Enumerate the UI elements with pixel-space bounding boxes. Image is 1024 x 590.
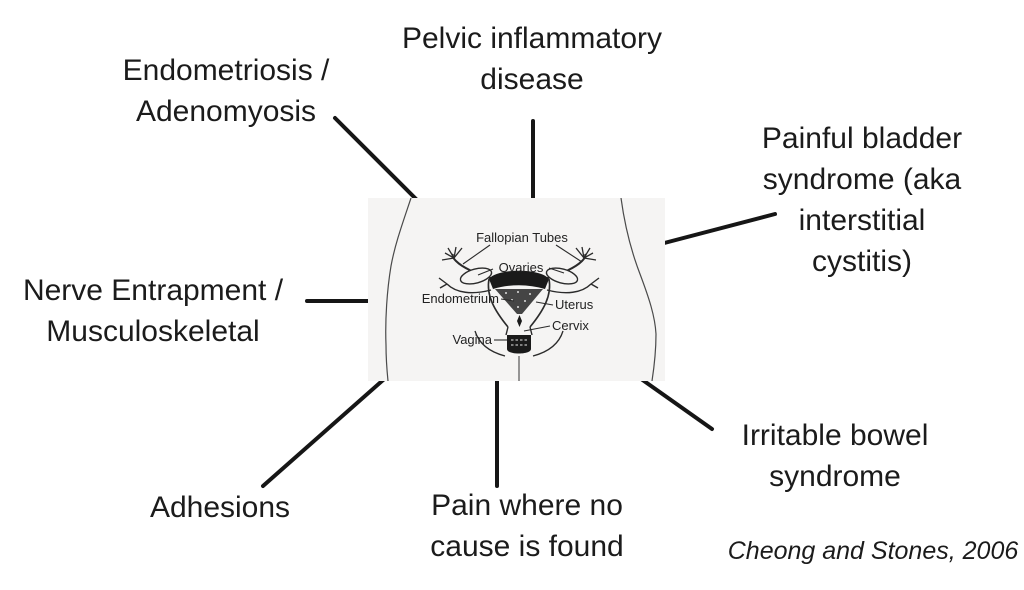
anatomy-label-fallopian-tubes: Fallopian Tubes: [476, 230, 568, 245]
endometrium-stipple: [505, 291, 531, 308]
ligament-left: [438, 277, 492, 294]
ovary-left: [459, 267, 493, 285]
leader-fallopian-right: [555, 244, 583, 263]
ovary-right: [545, 267, 579, 285]
anatomy-label-endometrium: Endometrium: [422, 291, 499, 306]
label-pelvic-inflammatory-disease: Pelvic inflammatory disease: [401, 22, 663, 96]
endometrium-lining: [495, 289, 543, 314]
leader-ovaries-left: [477, 268, 494, 276]
vulva-arc-right: [532, 330, 564, 357]
uterus-drawing: [438, 246, 600, 381]
cervix-walls: [505, 326, 533, 336]
anatomy-label-cervix: Cervix: [552, 318, 589, 333]
leader-cervix: [523, 325, 551, 332]
anatomy-label-ovaries: Ovaries: [499, 260, 544, 275]
ligament-right: [546, 277, 600, 294]
label-endometriosis-adenomyosis: Endometriosis / Adenomyosis: [122, 54, 330, 128]
uterus-fundus: [489, 270, 549, 289]
cervical-canal: [517, 315, 522, 327]
label-irritable-bowel-syndrome: Irritable bowel syndrome: [741, 419, 929, 493]
label-pain-no-cause: Pain where no cause is found: [430, 489, 624, 563]
vagina-shape: [507, 335, 531, 354]
body-outline-left: [385, 198, 412, 381]
citation-text: Cheong and Stones, 2006: [727, 537, 1019, 565]
fimbriae-left: [441, 246, 463, 261]
uterus-wall-right: [529, 278, 551, 328]
anatomy-figure: Fallopian Tubes Ovaries Endometrium Uter…: [368, 198, 665, 381]
leader-endometrium: [500, 298, 515, 302]
leader-ovaries-right: [548, 267, 565, 274]
leader-fallopian-left: [462, 244, 491, 265]
leader-uterus: [535, 301, 554, 306]
anatomy-label-vagina: Vagina: [452, 332, 492, 347]
anatomy-label-uterus: Uterus: [555, 297, 594, 312]
uterus-wall-left: [487, 278, 509, 328]
connector-adhesions: [261, 364, 401, 488]
body-outline-right: [620, 198, 657, 381]
label-painful-bladder-syndrome: Painful bladder syndrome (aka interstiti…: [761, 122, 963, 278]
anatomy-illustration: Fallopian Tubes Ovaries Endometrium Uter…: [385, 198, 657, 381]
fimbriae-right: [575, 246, 597, 261]
label-nerve-entrapment-musculoskeletal: Nerve Entrapment / Musculoskeletal: [22, 274, 284, 348]
vulva-arc-left: [474, 330, 506, 357]
label-adhesions: Adhesions: [149, 491, 291, 524]
